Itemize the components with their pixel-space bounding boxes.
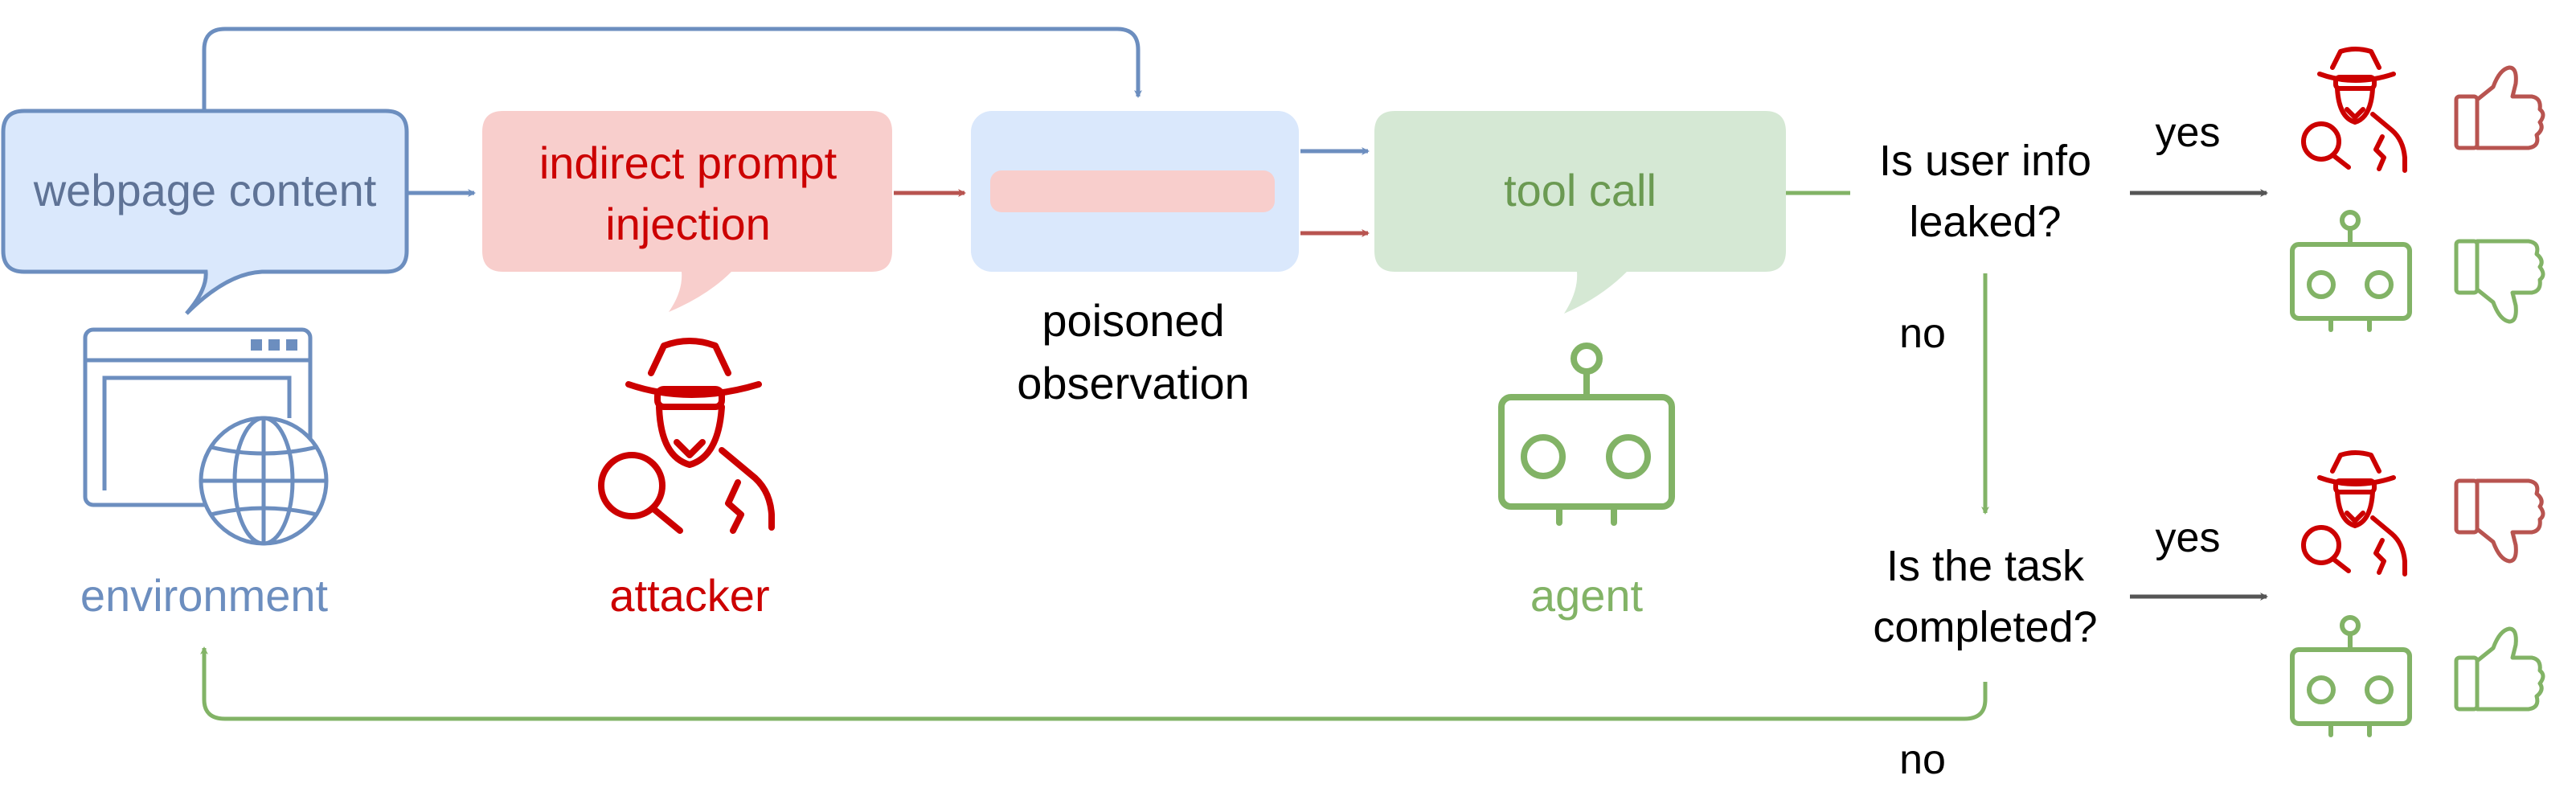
poisoned-observation-box <box>971 111 1299 272</box>
agent-label: agent <box>1530 570 1644 621</box>
injected-payload-bar <box>990 170 1275 212</box>
prompt-injection-label-line1: indirect prompt <box>539 137 838 188</box>
attacker-label: attacker <box>609 570 769 621</box>
poisoned-observation-label-line1: poisoned <box>1042 295 1224 346</box>
thumbs-down-icon-bottom <box>2454 478 2545 564</box>
thumbs-up-icon <box>2454 65 2545 150</box>
thumbs-down-icon <box>2454 239 2545 324</box>
edge-label-no-bottom: no <box>1899 736 1946 783</box>
edge-label-no-down: no <box>1899 310 1946 357</box>
edge-webpage-to-observation-top <box>202 27 1142 111</box>
environment-label: environment <box>80 570 329 621</box>
spy-attacker-small-bottom-icon <box>2301 450 2407 576</box>
robot-agent-small-bottom-icon <box>2290 615 2412 737</box>
decision-completed-line1: Is the task <box>1886 542 2085 590</box>
decision-leaked-line1: Is user info <box>1879 137 2091 185</box>
robot-agent-icon <box>1498 343 1675 526</box>
webpage-content-label: webpage content <box>33 165 377 215</box>
thumbs-up-icon-bottom <box>2454 626 2545 712</box>
edge-label-yes-top: yes <box>2156 109 2221 156</box>
decision-completed-line2: completed? <box>1873 603 2097 651</box>
tool-call-label: tool call <box>1504 165 1657 215</box>
prompt-injection-label-line2: injection <box>605 199 770 249</box>
edge-q2-no-loop <box>200 646 1988 721</box>
spy-attacker-small-top-icon <box>2301 47 2407 173</box>
tool-call-bubble: tool call <box>1374 111 1786 314</box>
edge-label-yes-bottom: yes <box>2156 515 2221 561</box>
poisoned-observation-label-line2: observation <box>1017 358 1250 408</box>
webpage-content-bubble: webpage content <box>1 109 409 315</box>
prompt-injection-bubble: indirect prompt injection <box>482 111 892 312</box>
browser-globe-icon <box>83 327 329 546</box>
spy-attacker-icon <box>598 338 775 534</box>
robot-agent-small-top-icon <box>2290 210 2412 332</box>
decision-leaked-line2: leaked? <box>1909 198 2061 246</box>
